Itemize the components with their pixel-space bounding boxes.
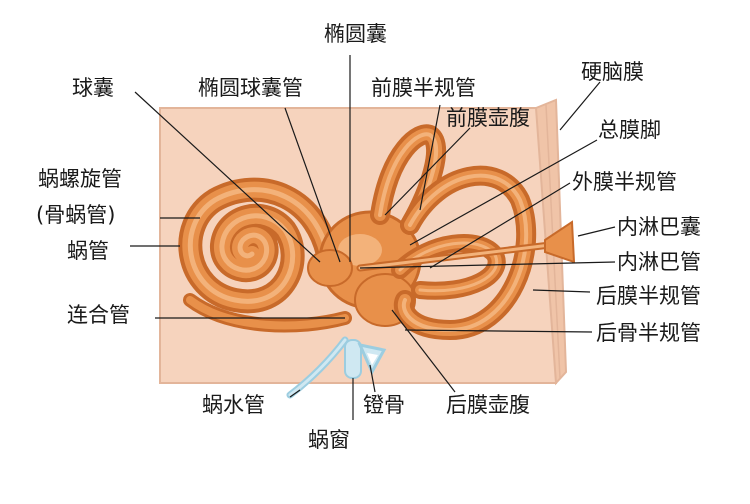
saccule-shape xyxy=(307,249,353,287)
label-cochlear-duct: 蜗管 xyxy=(67,239,109,263)
label-posterior-membranous-ampulla: 后膜壶腹 xyxy=(446,393,530,417)
label-stapes: 镫骨 xyxy=(363,393,405,417)
label-bony-cochlea: (骨蜗管) xyxy=(36,203,116,227)
label-lateral-membranous-canal: 外膜半规管 xyxy=(572,170,677,194)
label-posterior-membranous-canal: 后膜半规管 xyxy=(596,284,701,308)
leader-lines xyxy=(130,55,616,420)
label-ellipse-sac: 椭圆囊 xyxy=(324,22,387,46)
posterior-canal xyxy=(393,165,537,341)
label-cochlear-spiral-canal: 蜗螺旋管 xyxy=(38,167,122,191)
label-cochlear-aqueduct: 蜗水管 xyxy=(202,393,265,417)
label-dura-mater: 硬脑膜 xyxy=(581,60,644,84)
label-utriculosaccular-duct: 椭圆球囊管 xyxy=(198,76,303,100)
label-endolymphatic-sac: 内淋巴囊 xyxy=(617,215,701,239)
cochlear-window-shape xyxy=(344,339,362,379)
label-anterior-membranous-ampulla: 前膜壶腹 xyxy=(446,106,530,130)
label-cochlear-window: 蜗窗 xyxy=(308,428,350,452)
label-ductus-reuniens: 连合管 xyxy=(67,303,130,327)
label-saccule: 球囊 xyxy=(72,76,114,100)
label-endolymphatic-duct: 内淋巴管 xyxy=(617,250,701,274)
endolymphatic-duct-sac xyxy=(356,220,576,272)
label-anterior-membranous-canal: 前膜半规管 xyxy=(371,76,476,100)
stapes-shape xyxy=(357,342,387,376)
label-posterior-bony-canal: 后骨半规管 xyxy=(596,321,701,345)
label-common-membranous-crus: 总膜脚 xyxy=(598,118,661,142)
